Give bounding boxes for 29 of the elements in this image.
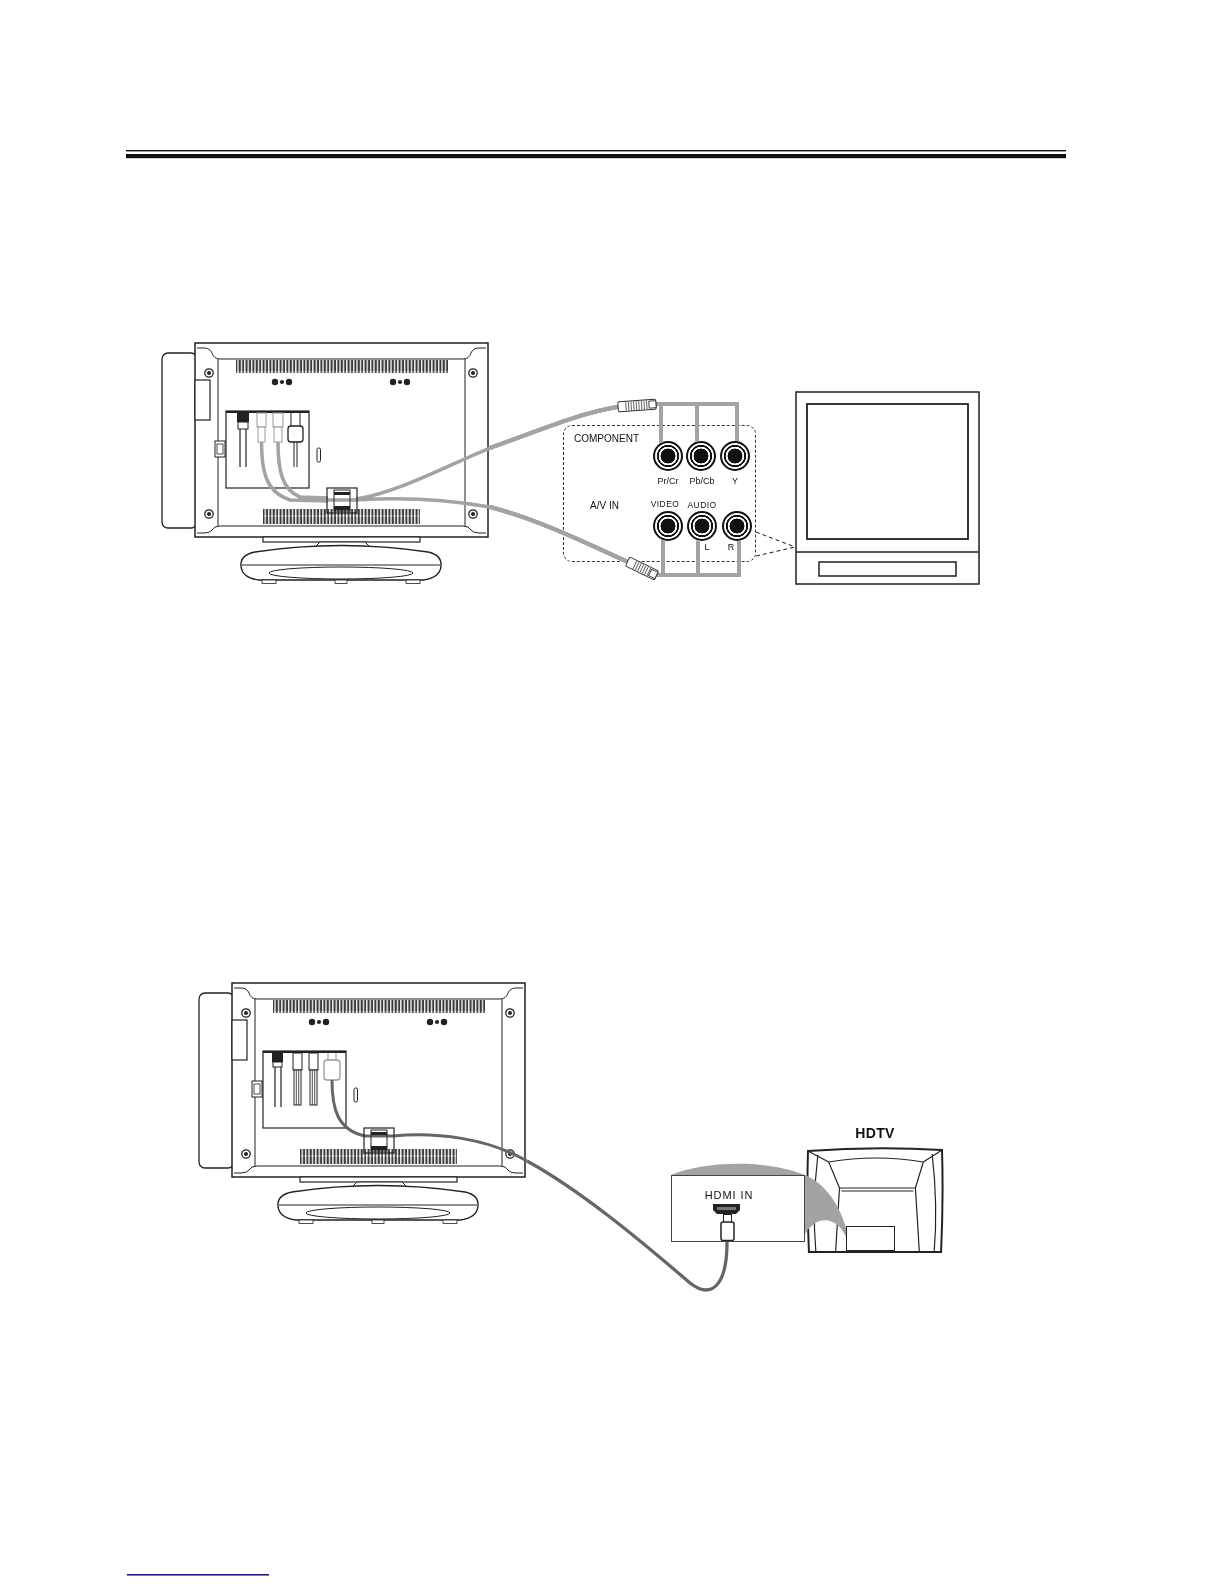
connector-panel xyxy=(671,1175,805,1242)
jack-label: L xyxy=(704,543,710,552)
callout-wedge xyxy=(805,1175,846,1237)
jack-socket-icon xyxy=(653,511,683,541)
device-label: HDTV xyxy=(855,1126,895,1140)
jack-label: Y xyxy=(732,477,738,486)
device-rear-illustration xyxy=(160,340,490,586)
jack-label: R xyxy=(727,543,735,552)
jack-label: Pr/Cr xyxy=(657,477,679,486)
cable xyxy=(526,1159,729,1292)
jack-label: Pb/Cb xyxy=(689,477,715,486)
leader-line xyxy=(755,546,796,557)
port-label: HDMI IN xyxy=(704,1190,754,1201)
column-label: AUDIO xyxy=(687,501,717,510)
cable xyxy=(489,505,741,577)
cable xyxy=(489,402,739,450)
callout-panel xyxy=(563,425,756,562)
jack-socket-icon xyxy=(686,441,716,471)
jack-socket-icon xyxy=(687,511,717,541)
section-label: A/V IN xyxy=(590,501,619,511)
jack-socket-icon xyxy=(720,441,750,471)
tv-front-illustration xyxy=(795,391,980,585)
section-label: COMPONENT xyxy=(574,434,639,444)
jack-socket-icon xyxy=(722,511,752,541)
device-rear-illustration xyxy=(197,980,527,1226)
connector-plate xyxy=(846,1226,895,1251)
jack-label: VIDEO xyxy=(650,500,680,509)
jack-socket-icon xyxy=(653,441,683,471)
leader-line xyxy=(755,531,796,548)
